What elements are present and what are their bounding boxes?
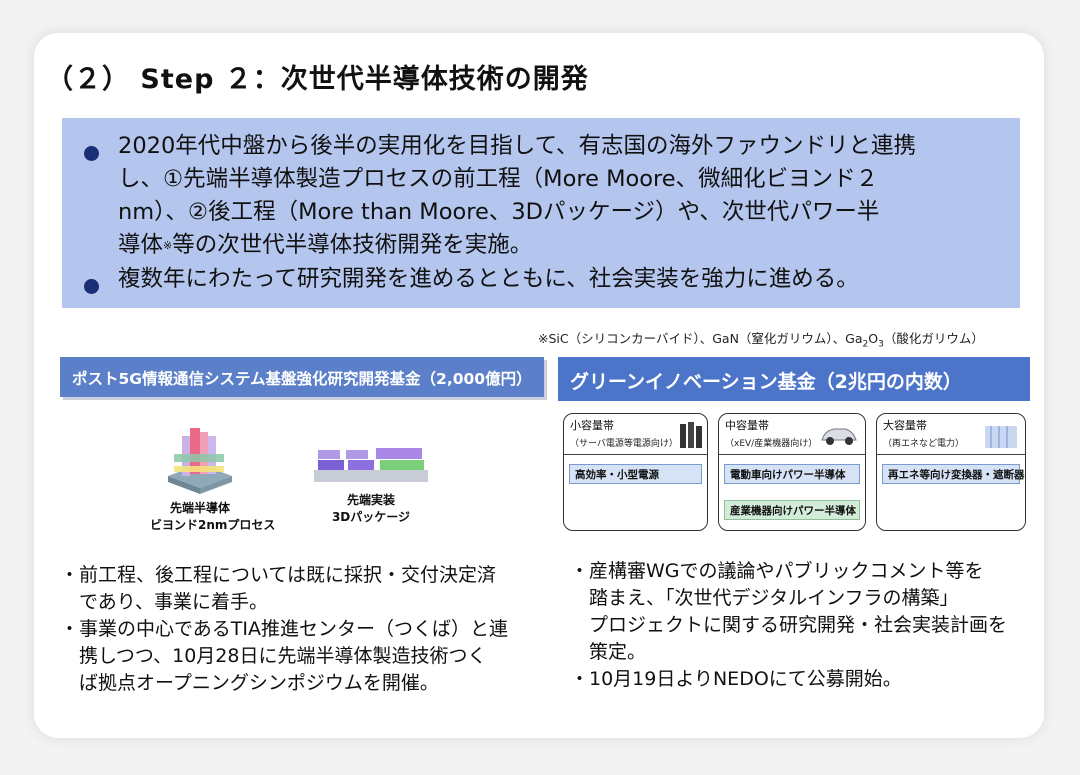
electric-car-icon: [821, 428, 857, 445]
category-subtitle: （xEV/産業機器向け）: [725, 439, 818, 449]
3d-package-icon: [314, 448, 428, 482]
figure-caption-package: 先端実装 3Dパッケージ: [318, 492, 424, 526]
bullet-line: ・10月19日よりNEDOにて公募開始。: [570, 668, 902, 690]
category-divider: [719, 454, 865, 455]
page-title: （２） Step ２：次世代半導体技術の開発: [46, 64, 589, 95]
bullet-line: ・前工程、後工程については既に採択・交付決定済: [60, 564, 497, 586]
footnote-sub: 2: [862, 339, 869, 350]
bullet-line: 策定。: [570, 641, 647, 663]
category-subtitle: （再エネなど電力）: [883, 439, 965, 449]
summary-text: 導体: [118, 232, 164, 258]
footnote-text: （酸化ガリウム）: [883, 331, 984, 346]
right-fund-header: グリーンイノベーション基金（2兆円の内数）: [558, 357, 1030, 401]
power-grid-icon: [985, 426, 1017, 448]
bullet-dot: [84, 279, 99, 294]
category-small-capacity: 小容量帯 （サーバ電源等電源向け） 高効率・小型電源: [563, 413, 708, 531]
category-divider: [564, 454, 707, 455]
chip-transistor-icon: [168, 428, 232, 494]
figure-caption-process: 先端半導体 ビヨンド2nmプロセス: [150, 500, 276, 534]
summary-box: 2020年代中盤から後半の実用化を目指して、有志国の海外ファウンドリと連携 し、…: [62, 118, 1020, 308]
category-bar: 高効率・小型電源: [569, 464, 702, 484]
right-bullets: ・産構審WGでの議論やパブリックコメント等を 踏まえ、「次世代デジタルインフラの…: [570, 558, 1007, 693]
category-title: 小容量帯: [570, 419, 614, 432]
summary-line: nm）、②後工程（More than Moore、3Dパッケージ）や、次世代パワ…: [118, 199, 880, 225]
footnote-mark: ※: [163, 239, 173, 252]
category-medium-capacity: 中容量帯 （xEV/産業機器向け） 電動車向けパワー半導体 産業機器向けパワー半…: [718, 413, 866, 531]
summary-line: 導体※等の次世代半導体技術開発を実施。: [118, 229, 1008, 262]
bullet-line: 携しつつ、10月28日に先端半導体製造技術つく: [60, 645, 487, 667]
summary-line: 2020年代中盤から後半の実用化を目指して、有志国の海外ファウンドリと連携: [118, 133, 916, 159]
category-large-capacity: 大容量帯 （再エネなど電力） 再エネ等向け変換器・遮断器: [876, 413, 1026, 531]
bullet-line: ・産構審WGでの議論やパブリックコメント等を: [570, 560, 984, 582]
caption-line: 先端実装: [346, 493, 395, 507]
caption-line: ビヨンド2nmプロセス: [150, 518, 276, 532]
footnote-text: O: [868, 331, 879, 346]
summary-text: 等の次世代半導体技術開発を実施。: [172, 232, 533, 258]
category-bar: 産業機器向けパワー半導体: [724, 500, 860, 520]
footnote-sub: 3: [878, 339, 884, 350]
category-title: 中容量帯: [725, 419, 769, 432]
category-subtitle: （サーバ電源等電源向け）: [570, 439, 678, 449]
bullet-dot: [84, 146, 99, 161]
category-bar: 電動車向けパワー半導体: [724, 464, 860, 484]
bullet-line: プロジェクトに関する研究開発・社会実装計画を: [570, 614, 1008, 636]
summary-bullet-1: 2020年代中盤から後半の実用化を目指して、有志国の海外ファウンドリと連携 し、…: [118, 130, 1008, 262]
summary-bullet-2: 複数年にわたって研究開発を進めるとともに、社会実装を強力に進める。: [118, 266, 859, 292]
server-icon: [680, 422, 702, 448]
caption-line: 先端半導体: [169, 501, 230, 515]
category-divider: [877, 454, 1025, 455]
footnote-text: ※SiC（シリコンカーバイド）、GaN（窒化ガリウム）、Ga: [538, 331, 863, 346]
bullet-line: 踏まえ、「次世代デジタルインフラの構築」: [570, 587, 959, 609]
left-bullets: ・前工程、後工程については既に採択・交付決定済 であり、事業に着手。 ・事業の中…: [60, 562, 508, 697]
footnote: ※SiC（シリコンカーバイド）、GaN（窒化ガリウム）、Ga2O3（酸化ガリウム…: [538, 328, 984, 350]
left-fund-header: ポスト5G情報通信システム基盤強化研究開発基金（2,000億円）: [60, 357, 544, 397]
bullet-line: ・事業の中心であるTIA推進センター（つくば）と連: [60, 618, 509, 640]
summary-line: し、①先端半導体製造プロセスの前工程（More Moore、微細化ビヨンド２: [118, 166, 879, 192]
bullet-line: ば拠点オープニングシンポジウムを開催。: [60, 672, 439, 694]
category-bar: 再エネ等向け変換器・遮断器: [882, 464, 1025, 484]
caption-line: 3Dパッケージ: [331, 510, 411, 524]
bullet-line: であり、事業に着手。: [60, 591, 269, 613]
category-title: 大容量帯: [883, 419, 927, 432]
